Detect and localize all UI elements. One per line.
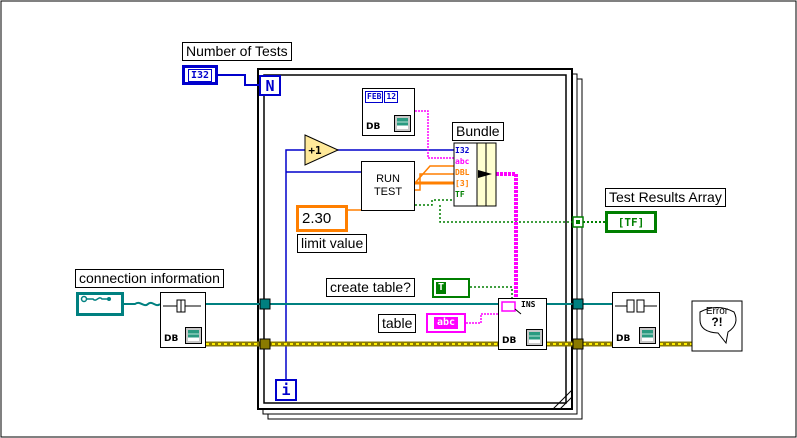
loop-count-terminal[interactable]: N [259,75,281,96]
label-limit-value: limit value [297,234,368,253]
format-datetime-db-node[interactable]: FEB 12 DB [362,88,415,136]
insert-icon [501,301,522,315]
unplug-icon [615,299,657,313]
bundle-node[interactable] [453,142,497,207]
plug-icon [163,299,201,313]
label-bundle: Bundle [452,122,504,141]
database-icon [639,327,656,344]
database-icon [185,327,202,344]
feb-text: FEB [365,91,384,103]
wire-bool-tf [415,199,455,206]
table-name-constant[interactable]: abc [426,313,466,333]
wire-cluster [496,172,518,298]
error-handler-label: Error ?! [700,306,734,328]
bundle-input-array: [3] [455,179,470,188]
label-create-table: create table? [326,278,415,297]
loop-iteration-terminal[interactable]: i [275,379,297,401]
wire-results-inside [439,205,578,223]
label-test-results-array: Test Results Array [605,188,726,207]
create-table-constant[interactable]: T [432,278,470,298]
bundle-input-tf: TF [455,190,465,199]
wire-number-of-tests [216,74,259,86]
error-handler-node[interactable] [691,300,743,352]
insert-data-node[interactable]: INS DB [498,298,547,350]
tunnel-error-out[interactable] [572,338,584,350]
wire-string-format [415,110,455,159]
close-connection-node[interactable]: DB [612,292,660,348]
number-of-tests-terminal[interactable]: I32 [182,65,218,85]
bundle-inputs: I32 abc DBL [3] TF [455,145,477,200]
connector-icon [80,295,111,303]
wire-table [466,313,498,324]
wire-connection-info [122,301,161,307]
test-results-array-indicator[interactable]: [TF] [605,211,657,233]
label-table: table [378,314,417,333]
limit-value-constant[interactable]: 2.30 [296,205,348,232]
connection-information-control[interactable] [76,292,124,316]
bundle-input-i32: I32 [455,146,470,155]
open-connection-node[interactable]: DB [160,292,206,348]
database-icon [526,329,543,346]
increment-node[interactable] [304,134,340,166]
bundle-input-abc: abc [455,157,470,166]
wire-create-table [470,286,513,298]
label-number-of-tests: Number of Tests [182,42,292,61]
tunnel-refnum-in[interactable] [259,298,271,310]
increment-label: +1 [308,143,322,157]
label-connection-information: connection information [75,269,224,288]
run-test-subvi[interactable]: RUN TEST [361,161,415,211]
bundle-input-dbl: DBL [455,168,470,177]
date-12-text: 12 [384,91,399,103]
tunnel-error-in[interactable] [259,338,271,350]
tunnel-refnum-out[interactable] [572,298,584,310]
error-symbol: ?! [711,315,723,329]
database-icon [394,115,411,132]
ins-text: INS [521,300,536,309]
